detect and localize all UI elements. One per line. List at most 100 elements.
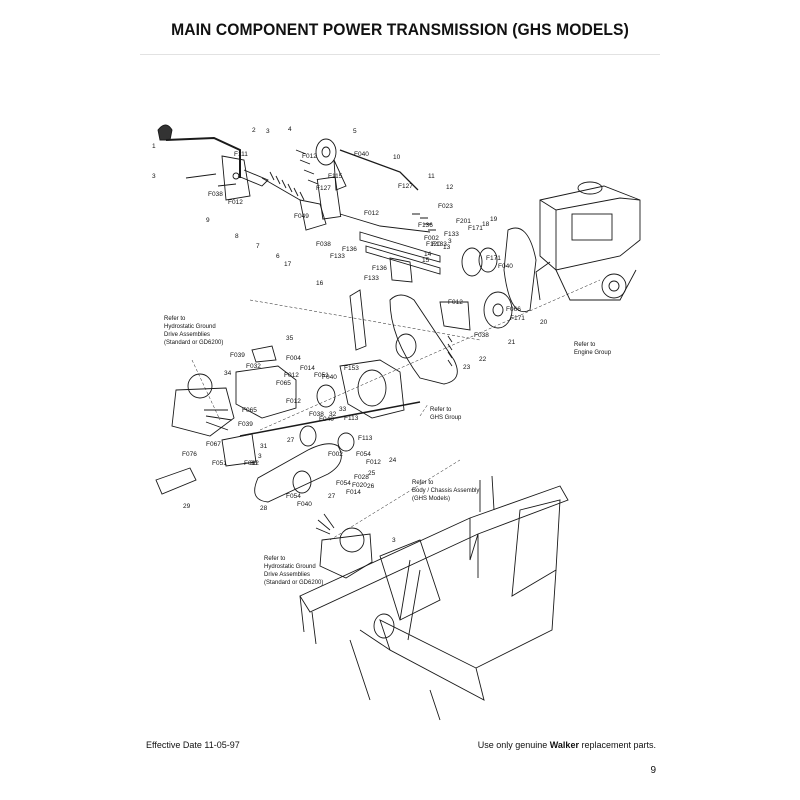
callout: F039: [238, 421, 253, 428]
callout: 14: [424, 251, 432, 258]
notice-suffix: replacement parts.: [578, 740, 656, 750]
callout: F020: [352, 482, 367, 489]
callout: 33: [339, 406, 347, 413]
callout: F171: [468, 225, 483, 232]
callout: F171: [486, 255, 501, 262]
callout: F028: [354, 474, 369, 481]
callout: 27: [287, 437, 295, 444]
gearbox-drawing: [235, 345, 405, 419]
svg-text:Body / Chassis Assembly: Body / Chassis Assembly: [412, 488, 479, 494]
callout: F054: [356, 451, 371, 458]
callout: 3: [448, 238, 452, 245]
callout-labels: 1 2 3 3 3 3 3 4 5 6 7 8 9 10 11 12 13 14…: [152, 126, 548, 544]
callout: F023: [438, 203, 453, 210]
callout: F133: [364, 275, 379, 282]
callout: F115: [328, 173, 343, 180]
callout: 35: [286, 335, 294, 342]
callout: 18: [482, 221, 490, 228]
callout: F136: [372, 265, 387, 272]
callout: 13: [443, 244, 451, 251]
callout: 3: [266, 128, 270, 135]
callout: 21: [508, 339, 516, 346]
callout: 24: [389, 457, 397, 464]
callout: F051: [212, 460, 227, 467]
callout: 27: [328, 493, 336, 500]
callout: F065: [242, 407, 257, 414]
effective-date: Effective Date 11-05-97: [146, 740, 240, 750]
callout: F066: [506, 306, 521, 313]
callout: F038: [309, 411, 324, 418]
callout: F014: [346, 489, 361, 496]
svg-text:(GHS Models): (GHS Models): [412, 496, 450, 502]
callout: 31: [260, 443, 268, 450]
svg-text:(Standard or GD6200): (Standard or GD6200): [164, 340, 223, 346]
callout: 12: [446, 184, 454, 191]
callout: 4: [288, 126, 292, 133]
callout: F012: [366, 459, 381, 466]
leader-lines: [191, 279, 601, 541]
callout: F012: [302, 153, 317, 160]
callout: 17: [284, 261, 292, 268]
engine-pulleys-drawing: [439, 227, 537, 331]
page-number: 9: [650, 765, 656, 776]
callout: 16: [316, 280, 324, 287]
callout: 23: [463, 364, 471, 371]
callout: F040: [322, 374, 337, 381]
svg-text:Refer to: Refer to: [412, 480, 434, 486]
callout: F133: [432, 241, 447, 248]
drive-shaft-drawing: [221, 401, 421, 467]
callout: 29: [183, 503, 191, 510]
callout: 6: [276, 253, 280, 260]
callout: F113: [344, 415, 359, 422]
control-lever-drawing: [157, 124, 269, 201]
callout: F133: [444, 231, 459, 238]
callout: F153: [344, 365, 359, 372]
center-belt-drawing: [349, 289, 458, 385]
callout: F113: [358, 435, 373, 442]
callout: F067: [206, 441, 221, 448]
callout: F014: [300, 365, 315, 372]
ref-hydro-top: Refer to Hydrostatic Ground Drive Assemb…: [164, 316, 223, 346]
callout: F054: [336, 480, 351, 487]
callout: F040: [319, 416, 334, 423]
callout: F127: [316, 185, 331, 192]
svg-text:Drive Assemblies: Drive Assemblies: [264, 572, 310, 578]
genuine-parts-notice: Use only genuine Walker replacement part…: [478, 740, 656, 750]
callout: 3: [392, 537, 396, 544]
callout: F002: [328, 451, 343, 458]
callout: F111: [234, 151, 248, 158]
callout: 25: [368, 470, 376, 477]
callout: 28: [260, 505, 268, 512]
callout: 15: [422, 257, 430, 264]
notice-prefix: Use only genuine: [477, 740, 550, 750]
ref-ghs: Refer to GHS Group: [430, 407, 462, 421]
callout: 8: [235, 233, 239, 240]
callout: 26: [367, 483, 375, 490]
ref-hydro-bottom: Refer to Hydrostatic Ground Drive Assemb…: [264, 556, 323, 586]
callout: F012: [286, 398, 301, 405]
svg-text:Engine Group: Engine Group: [574, 350, 612, 356]
left-hydro-motor-drawing: [155, 373, 235, 495]
svg-text:Hydrostatic Ground: Hydrostatic Ground: [164, 324, 216, 330]
callout: 19: [490, 216, 498, 223]
brand-name: Walker: [549, 740, 579, 750]
callout: F038: [316, 241, 331, 248]
callout: F054: [286, 493, 301, 500]
callout: 20: [540, 319, 548, 326]
callout: F136: [342, 246, 357, 253]
callout: F127: [398, 183, 413, 190]
chassis-frame-drawing: [299, 475, 569, 721]
callout: F133: [330, 253, 345, 260]
svg-text:(Standard or GD6200): (Standard or GD6200): [264, 580, 323, 586]
callout: 9: [206, 217, 210, 224]
engine-drawing: [535, 181, 641, 301]
page-title: MAIN COMPONENT POWER TRANSMISSION (GHS M…: [171, 20, 629, 39]
callout: F120: [426, 241, 441, 248]
top-pulley-drawing: [315, 138, 347, 191]
bottom-hydro-motor-drawing: [315, 513, 373, 579]
svg-text:Hydrostatic Ground: Hydrostatic Ground: [264, 564, 316, 570]
callout: F136: [418, 222, 433, 229]
callout: 30: [250, 460, 258, 467]
callout: F002: [424, 235, 439, 242]
callout: F004: [286, 355, 301, 362]
